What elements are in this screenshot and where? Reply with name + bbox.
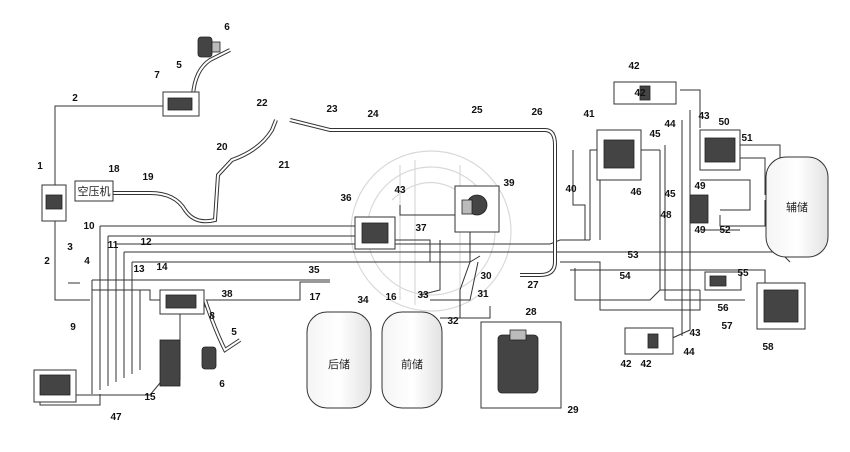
valve-36 — [354, 216, 396, 250]
callout-10: 10 — [83, 221, 95, 232]
callout-17: 17 — [309, 292, 321, 303]
callout-57: 57 — [721, 321, 733, 332]
callout-50: 50 — [718, 117, 730, 128]
callout-9: 9 — [70, 322, 76, 333]
manifold-15 — [159, 339, 181, 387]
box-29 — [480, 321, 562, 409]
callout-7: 7 — [154, 70, 160, 81]
callout-30: 30 — [480, 271, 492, 282]
callout-3: 3 — [67, 242, 73, 253]
tank-front-label: 前储 — [401, 357, 423, 371]
callout-45: 45 — [649, 129, 661, 140]
callout-43: 43 — [394, 185, 406, 196]
callout-14: 14 — [156, 262, 168, 273]
tank-front: 前储 — [381, 311, 443, 409]
callout-4: 4 — [84, 256, 90, 267]
callout-42: 42 — [634, 88, 646, 99]
callout-26: 26 — [531, 107, 543, 118]
tank-aux-label: 辅储 — [786, 200, 808, 214]
valve-58 — [756, 282, 806, 330]
callout-15: 15 — [144, 392, 156, 403]
callout-2: 2 — [44, 256, 50, 267]
callout-18: 18 — [108, 164, 120, 175]
callout-44: 44 — [683, 347, 695, 358]
pipe-bundle — [39, 89, 791, 406]
compressor-label: 空压机 — [78, 184, 111, 198]
valve-47 — [33, 369, 77, 403]
callout-25: 25 — [471, 105, 483, 116]
tank-rear-label: 后储 — [328, 357, 350, 371]
valve-50 — [699, 129, 741, 171]
valve-55 — [704, 271, 742, 291]
callout-40: 40 — [565, 184, 577, 195]
callout-21: 21 — [278, 160, 290, 171]
tank-aux: 辅储 — [765, 156, 829, 258]
callout-23: 23 — [326, 104, 338, 115]
callout-38: 38 — [221, 289, 233, 300]
callout-46: 46 — [630, 187, 642, 198]
valve-48 — [689, 194, 709, 224]
tank-rear: 后储 — [306, 311, 372, 409]
callout-36: 36 — [340, 193, 352, 204]
box-42-top — [613, 81, 677, 105]
compressor: 空压机 — [74, 180, 114, 202]
callout-49: 49 — [694, 225, 706, 236]
callout-47: 47 — [110, 412, 122, 423]
callout-5: 5 — [176, 60, 182, 71]
box-42-bottom — [624, 327, 674, 355]
callout-35: 35 — [308, 265, 320, 276]
callout-16: 16 — [385, 292, 397, 303]
callout-24: 24 — [367, 109, 379, 120]
valve-7 — [162, 91, 200, 117]
callout-56: 56 — [717, 303, 729, 314]
callout-34: 34 — [357, 295, 369, 306]
callout-48: 48 — [660, 210, 672, 221]
callout-33: 33 — [417, 290, 429, 301]
callout-43: 43 — [698, 111, 710, 122]
callout-13: 13 — [133, 264, 145, 275]
chamber-6-bottom — [201, 346, 217, 370]
callout-28: 28 — [525, 307, 537, 318]
callout-51: 51 — [741, 133, 753, 144]
callout-1: 1 — [37, 161, 43, 172]
callout-55: 55 — [737, 268, 749, 279]
valve-1 — [41, 184, 67, 222]
callout-29: 29 — [567, 405, 579, 416]
callout-52: 52 — [719, 225, 731, 236]
valve-39 — [454, 185, 500, 233]
callout-37: 37 — [415, 223, 427, 234]
callout-43: 43 — [689, 328, 701, 339]
callout-22: 22 — [256, 98, 268, 109]
callout-6: 6 — [219, 379, 225, 390]
callout-41: 41 — [583, 109, 595, 120]
callout-44: 44 — [664, 119, 676, 130]
callout-12: 12 — [140, 237, 152, 248]
callout-2: 2 — [72, 93, 78, 104]
callout-54: 54 — [619, 271, 631, 282]
callout-8: 8 — [209, 311, 215, 322]
callout-49: 49 — [694, 181, 706, 192]
callout-42: 42 — [628, 61, 640, 72]
callout-53: 53 — [627, 250, 639, 261]
callout-11: 11 — [108, 240, 119, 251]
callout-27: 27 — [527, 280, 539, 291]
callout-45: 45 — [664, 189, 676, 200]
callout-5: 5 — [231, 327, 237, 338]
hoses — [113, 48, 557, 353]
callout-32: 32 — [447, 316, 459, 327]
callout-20: 20 — [216, 142, 228, 153]
valve-8 — [159, 289, 205, 315]
callout-39: 39 — [503, 178, 515, 189]
valve-41 — [596, 129, 642, 181]
callout-58: 58 — [762, 342, 774, 353]
callout-42: 42 — [620, 359, 632, 370]
callout-42: 42 — [640, 359, 652, 370]
callout-6: 6 — [224, 22, 230, 33]
chamber-6-top — [197, 36, 221, 58]
callout-19: 19 — [142, 172, 154, 183]
callout-31: 31 — [477, 289, 489, 300]
